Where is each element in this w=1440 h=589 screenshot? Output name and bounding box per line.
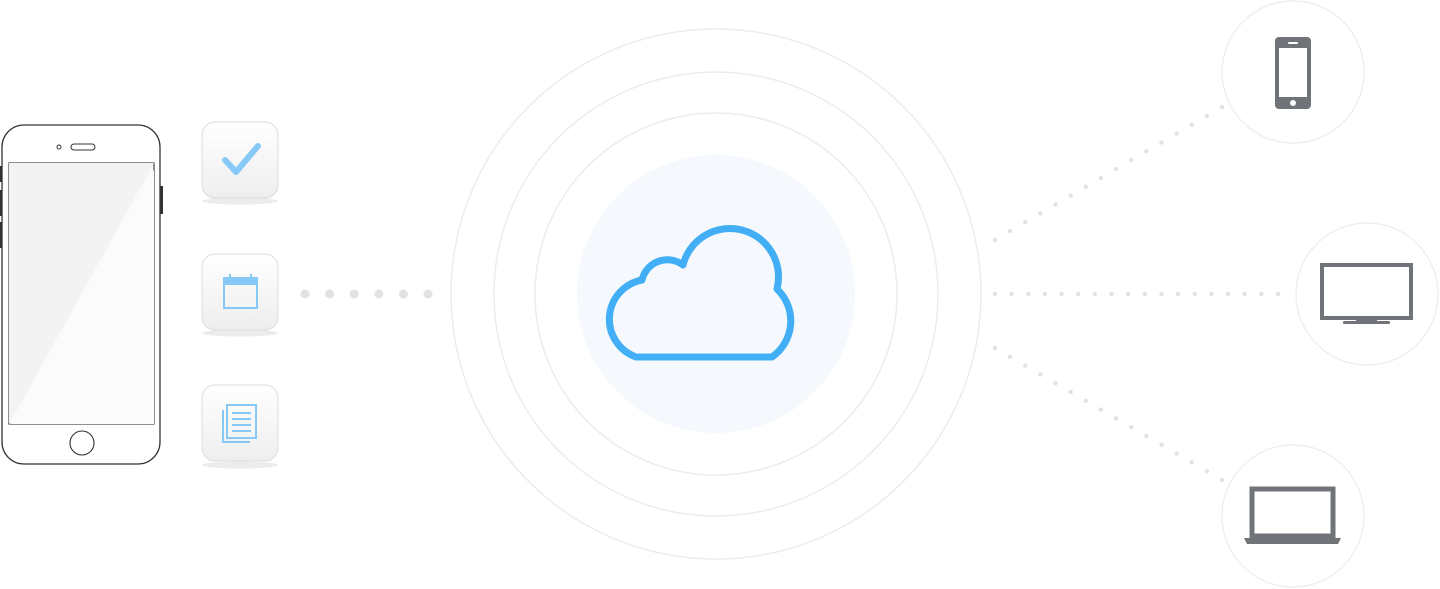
- connector-dot: [1007, 354, 1013, 359]
- connector-dot: [1242, 291, 1247, 297]
- connector-dot: [1059, 291, 1064, 297]
- connector-dot: [1023, 363, 1028, 368]
- connector-dot: [1098, 407, 1104, 412]
- connector-dot: [1275, 291, 1281, 297]
- connector-dot: [1038, 372, 1043, 377]
- calendar-icon: [223, 274, 258, 309]
- connector-dot: [1053, 381, 1058, 386]
- connector-dot: [1007, 228, 1013, 234]
- connector-dot: [1142, 291, 1148, 297]
- connector-dot: [1053, 202, 1058, 207]
- connector-dot: [1159, 442, 1164, 447]
- connector-dot: [1113, 166, 1119, 172]
- connector-dot: [1159, 140, 1164, 145]
- connector-dot: [1026, 291, 1031, 297]
- connector-dot: [300, 289, 310, 299]
- connector-dot: [325, 289, 335, 299]
- app-tile-reminders: [201, 121, 279, 205]
- connector-dot: [992, 345, 998, 351]
- connector-dot: [1076, 291, 1081, 297]
- connector-dot: [1113, 416, 1119, 421]
- cloud-hub: [450, 28, 982, 560]
- connector-dot: [1038, 211, 1043, 216]
- connector-dot: [1009, 291, 1014, 297]
- connector-dot: [1174, 451, 1179, 456]
- app-tile-calendar: [201, 253, 279, 337]
- connector-dot: [1209, 291, 1214, 297]
- connector-dot: [1092, 291, 1098, 297]
- connector-dot: [1083, 398, 1089, 403]
- connector-dot: [374, 289, 384, 299]
- connector-dot: [1129, 425, 1134, 430]
- connector-dot: [1259, 291, 1264, 297]
- connector-dot: [1144, 149, 1149, 154]
- connector-dot: [1189, 122, 1194, 127]
- connector-dot: [992, 237, 998, 243]
- iphone-outline-icon: [0, 124, 163, 465]
- connector-dot: [1068, 389, 1073, 395]
- device-circle-phone: [1221, 0, 1365, 144]
- connector-dot: [1109, 291, 1114, 297]
- laptop-icon: [1244, 486, 1341, 544]
- connector-dot: [1083, 184, 1089, 189]
- connector-dot: [1204, 113, 1210, 119]
- connector-dot: [1129, 158, 1134, 163]
- connector-dot: [1225, 291, 1231, 297]
- document-icon: [222, 404, 257, 443]
- checkmark-icon: [222, 143, 261, 175]
- connector-dot: [1023, 220, 1028, 225]
- connector-dot: [1192, 291, 1198, 297]
- connectors-cloud-to-devices: [992, 104, 1281, 483]
- monitor-icon: [1320, 263, 1413, 324]
- connector-dot: [398, 289, 408, 299]
- connector-dot: [349, 289, 359, 299]
- connector-dot: [1068, 193, 1073, 198]
- connector-dot: [1219, 477, 1225, 483]
- cloud-icon: [605, 225, 795, 361]
- connector-dot: [423, 289, 433, 299]
- connector-dot: [1159, 291, 1164, 297]
- connector-dot: [992, 291, 998, 297]
- connector-dot: [1189, 460, 1194, 465]
- connector-apps-to-cloud: [300, 289, 433, 299]
- connector-dot: [1175, 291, 1181, 297]
- connector-dot: [1204, 469, 1210, 474]
- connector-dot: [1219, 104, 1225, 110]
- connector-dot: [1042, 291, 1048, 297]
- connector-dot: [1098, 175, 1104, 181]
- connector-dot: [1144, 433, 1149, 439]
- smartphone-icon: [1275, 37, 1311, 109]
- device-circle-tv: [1295, 222, 1439, 366]
- connector-dot: [1174, 131, 1179, 136]
- device-circle-laptop: [1221, 444, 1365, 588]
- app-tile-notes: [201, 384, 279, 469]
- connector-dot: [1126, 291, 1131, 297]
